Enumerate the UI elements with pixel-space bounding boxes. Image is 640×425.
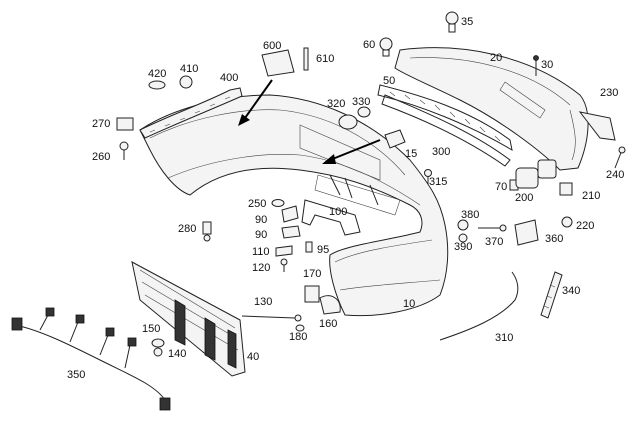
left-side-bracket-part[interactable] [139, 87, 243, 139]
clip-210-part[interactable] [559, 182, 573, 196]
grommet-150-part[interactable] [151, 338, 165, 348]
lower-trim-strip-part[interactable] [381, 94, 511, 167]
callout-350[interactable]: 350 [67, 369, 85, 381]
callout-15[interactable]: 15 [405, 148, 417, 160]
ring-330-part[interactable] [357, 106, 371, 118]
sensor-200-part[interactable] [515, 159, 557, 189]
callout-35[interactable]: 35 [461, 16, 473, 28]
callout-labels: 10 15 20 30 35 40 50 60 70 90 90 95 100 … [67, 16, 624, 381]
callout-150[interactable]: 150 [142, 323, 160, 335]
callout-20[interactable]: 20 [490, 52, 502, 64]
slotted-trim-strip-part[interactable] [377, 84, 513, 152]
clip-270-part[interactable] [116, 117, 134, 131]
callout-160[interactable]: 160 [319, 318, 337, 330]
callout-270[interactable]: 270 [92, 118, 110, 130]
pin-95-part[interactable] [305, 241, 313, 253]
callout-300[interactable]: 300 [432, 146, 450, 158]
callout-100[interactable]: 100 [329, 206, 347, 218]
callout-70[interactable]: 70 [495, 181, 507, 193]
callout-260[interactable]: 260 [92, 151, 110, 163]
callout-50[interactable]: 50 [383, 75, 395, 87]
callout-180[interactable]: 180 [289, 331, 307, 343]
washer-420-part[interactable] [148, 80, 166, 90]
callout-420[interactable]: 420 [148, 68, 166, 80]
center-bracket-part[interactable] [301, 174, 379, 236]
callout-340[interactable]: 340 [562, 285, 580, 297]
callout-250[interactable]: 250 [248, 198, 266, 210]
bolt-240-part[interactable] [614, 146, 626, 169]
bolt-260-part[interactable] [119, 141, 129, 160]
callout-310[interactable]: 310 [495, 332, 513, 344]
callout-60[interactable]: 60 [363, 39, 375, 51]
screw-120-part[interactable] [280, 258, 288, 272]
clip-110-part[interactable] [275, 245, 293, 257]
wiring-harness-part[interactable] [11, 307, 171, 411]
callout-40[interactable]: 40 [247, 351, 259, 363]
flap-600-part[interactable] [261, 49, 295, 77]
bracket-170-part[interactable] [304, 285, 320, 303]
side-trim-part[interactable] [540, 271, 563, 319]
clip-60-part[interactable] [379, 37, 393, 57]
screw-315-part[interactable] [424, 169, 432, 185]
callout-390[interactable]: 390 [454, 241, 472, 253]
callout-280[interactable]: 280 [178, 223, 196, 235]
sensor-320-part[interactable] [338, 114, 358, 130]
callout-240[interactable]: 240 [606, 169, 624, 181]
bracket-230-part[interactable] [578, 111, 616, 141]
screw-30-part[interactable] [533, 55, 539, 77]
callout-130[interactable]: 130 [254, 296, 272, 308]
arrow-head-600 [238, 114, 250, 126]
callout-400[interactable]: 400 [220, 72, 238, 84]
callout-110[interactable]: 110 [252, 246, 270, 258]
callout-610[interactable]: 610 [316, 53, 334, 65]
callout-320[interactable]: 320 [327, 98, 345, 110]
impact-beam-part[interactable] [131, 261, 246, 377]
strip-610-part[interactable] [303, 47, 309, 71]
callout-210[interactable]: 210 [582, 190, 600, 202]
clip-90b-part[interactable] [281, 225, 301, 239]
nut-390-part[interactable] [458, 233, 468, 243]
callout-360[interactable]: 360 [545, 233, 563, 245]
rod-130-part[interactable] [241, 314, 302, 322]
bracket-360-part[interactable] [514, 219, 539, 246]
clip-35-part[interactable] [445, 11, 459, 33]
callout-315[interactable]: 315 [429, 176, 447, 188]
callout-30[interactable]: 30 [541, 59, 553, 71]
callout-170[interactable]: 170 [303, 268, 321, 280]
callout-600[interactable]: 600 [263, 40, 281, 52]
nut-410-part[interactable] [179, 75, 193, 89]
arrow-head-15 [322, 154, 336, 164]
bolt-370-part[interactable] [478, 224, 507, 232]
fastener-parts [116, 11, 626, 357]
cap-160-part[interactable] [319, 295, 341, 315]
callout-200[interactable]: 200 [515, 192, 533, 204]
washer-380-part[interactable] [457, 219, 469, 231]
callout-330[interactable]: 330 [352, 96, 370, 108]
clip-280-part[interactable] [202, 221, 212, 242]
callout-10[interactable]: 10 [403, 298, 415, 310]
clip-90a-part[interactable] [281, 205, 299, 223]
washer-250-part[interactable] [271, 199, 285, 207]
callout-380[interactable]: 380 [461, 209, 479, 221]
clip-220-part[interactable] [561, 216, 573, 228]
callout-370[interactable]: 370 [485, 236, 503, 248]
assembly-arrows [238, 79, 381, 164]
cap-15-part[interactable] [384, 129, 406, 149]
callout-95[interactable]: 95 [317, 244, 329, 256]
nut-140-part[interactable] [153, 347, 163, 357]
callout-220[interactable]: 220 [576, 220, 594, 232]
chrome-trim-part[interactable] [439, 271, 519, 341]
upper-trim-panel-part[interactable] [394, 47, 589, 171]
callout-90b[interactable]: 90 [255, 229, 267, 241]
arrow-15-to-bumper [329, 139, 381, 161]
callout-120[interactable]: 120 [252, 262, 270, 274]
callout-90a[interactable]: 90 [255, 214, 267, 226]
callout-140[interactable]: 140 [168, 348, 186, 360]
callout-410[interactable]: 410 [180, 63, 198, 75]
callout-230[interactable]: 230 [600, 87, 618, 99]
arrow-600-to-bumper [244, 79, 273, 119]
bumper-cover-part[interactable] [139, 94, 449, 317]
washer-180-part[interactable] [295, 324, 305, 332]
